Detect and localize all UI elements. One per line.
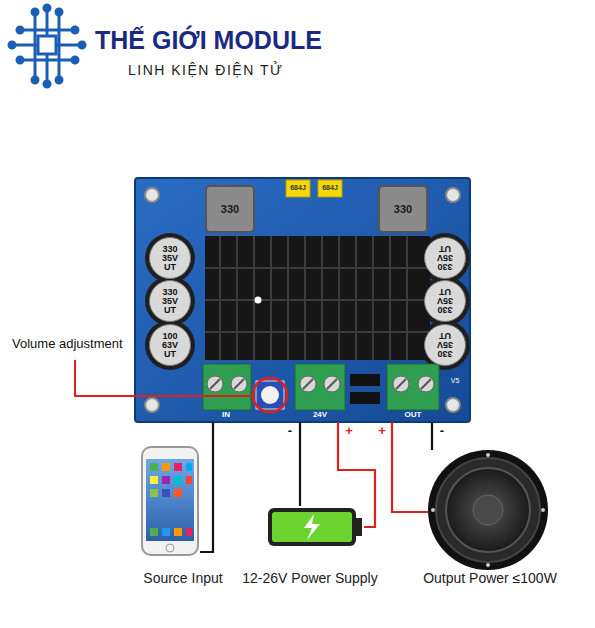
node-text: 12-26V Power Supply (242, 571, 377, 586)
speaker-illustration (428, 450, 548, 570)
smd-parts (350, 374, 380, 404)
node-text: Output Power ≤100W (423, 571, 557, 586)
label: 684J (322, 184, 338, 192)
label: Volume adjustment (12, 337, 123, 352)
node-text: 330 35V UT (433, 288, 457, 315)
screw-terminals (203, 364, 439, 410)
capacitor: 330 35V UT (149, 280, 191, 322)
wire (299, 422, 301, 506)
node-text: 330 35V UT (158, 245, 182, 272)
capacitor: 330 35V UT (149, 237, 191, 279)
pcb-board (135, 178, 470, 422)
node-text: OUT (405, 411, 422, 420)
node-text: 330 35V UT (433, 245, 457, 272)
highlight-ring (253, 378, 287, 412)
film-capacitor (318, 180, 342, 197)
wire (392, 422, 428, 512)
potentiometer (256, 381, 284, 409)
node-text: 330 (221, 203, 239, 215)
node-text: 330 35V UT (158, 288, 182, 315)
battery-node: 12-26V Power Supply (266, 506, 364, 548)
label: LINH KIỆN ĐIỆN TỬ (128, 62, 283, 78)
label: - (288, 424, 292, 439)
label: + (345, 424, 353, 439)
capacitor: 330 35V UT (424, 324, 466, 366)
film-capacitor (286, 180, 310, 197)
label: 684J (290, 184, 306, 192)
capacitor-sleeves (145, 233, 470, 370)
potentiometer-knob (261, 386, 279, 404)
label: THẾ GIỚI MODULE (95, 26, 322, 55)
node-text: Source Input (143, 571, 222, 586)
inductor: 330 (378, 185, 428, 233)
label: V5 (451, 377, 460, 385)
logo-icon (9, 5, 85, 87)
node-text: 24V (313, 411, 327, 420)
wire (200, 422, 213, 552)
inductor: 330 (205, 185, 255, 233)
label: + (378, 424, 386, 439)
phone-illustration (142, 447, 198, 555)
heatsink (205, 236, 430, 360)
node-text: IN (222, 411, 230, 420)
node-text: 100 63V UT (158, 332, 182, 359)
capacitor: 100 63V UT (149, 324, 191, 366)
speaker-node: Output Power ≤100W (428, 450, 548, 570)
pcb-board: IN 24V OUT 330 35V UT 330 35V UT 100 63V UT 33… (135, 178, 470, 422)
capacitor: 330 35V UT (424, 237, 466, 279)
node-text: 330 35V UT (433, 332, 457, 359)
wire (431, 422, 433, 450)
battery-illustration (268, 508, 362, 546)
label: - (440, 424, 444, 439)
phone-node: Source Input (140, 445, 200, 557)
wire (338, 422, 375, 527)
capacitor: 330 35V UT (424, 280, 466, 322)
node-text: 330 (394, 203, 412, 215)
